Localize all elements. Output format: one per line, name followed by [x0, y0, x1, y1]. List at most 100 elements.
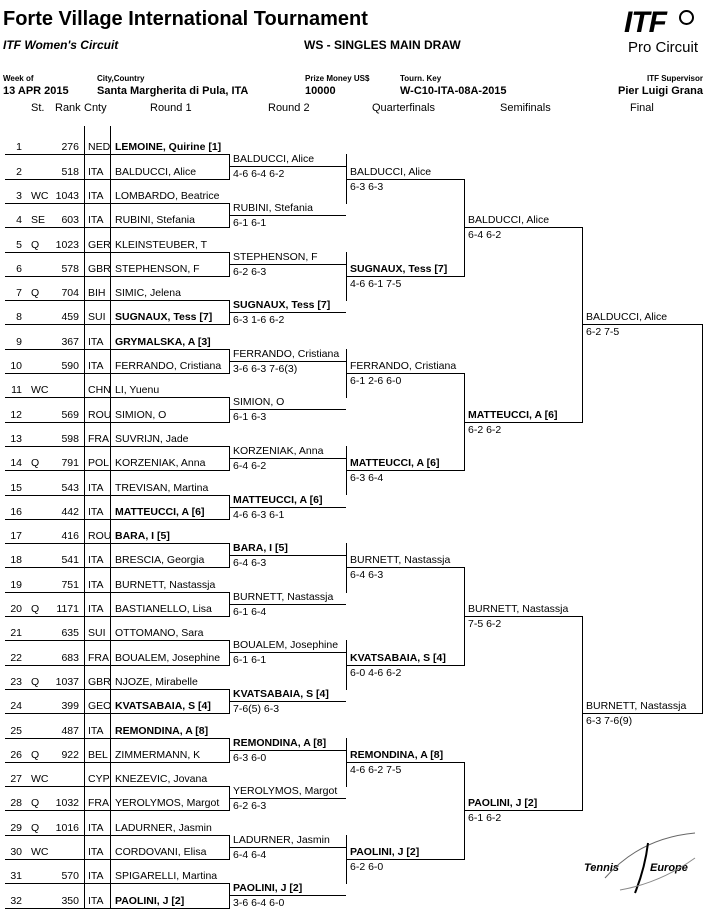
player-rank: 399 — [61, 700, 79, 713]
match-score: 6-4 6-3 — [233, 557, 267, 570]
winner-name: SUGNAUX, Tess [7] — [233, 299, 331, 312]
key-label: Tourn. Key — [400, 74, 442, 83]
city-label: City,Country — [97, 74, 145, 83]
match-score: 6-2 6-2 — [468, 423, 502, 436]
row-line — [5, 834, 229, 836]
player-name: SIMION, O — [115, 408, 167, 421]
row-line — [5, 300, 229, 302]
draw-position: 6 — [16, 262, 22, 275]
draw-position: 23 — [10, 675, 22, 688]
row-line — [5, 591, 229, 593]
bracket-line — [346, 567, 464, 569]
row-line — [5, 445, 229, 447]
col-semifinals: Semifinals — [500, 102, 551, 114]
winner-name: BARA, I [5] — [233, 542, 288, 555]
match-score: 6-3 6-4 — [350, 472, 384, 485]
player-country: ITA — [88, 505, 104, 518]
player-country: ITA — [88, 578, 104, 591]
bracket-line — [229, 263, 346, 265]
draw-position: 1 — [16, 141, 22, 154]
draw-position: 2 — [16, 165, 22, 178]
player-name: SPIGARELLI, Martina — [115, 870, 218, 883]
bracket-line — [582, 324, 702, 326]
week-label: Week of — [3, 74, 34, 83]
match-score: 3-6 6-4 6-0 — [233, 897, 285, 909]
row-line — [5, 713, 229, 715]
prize-label: Prize Money US$ — [305, 74, 370, 83]
player-rank: 276 — [61, 141, 79, 154]
bracket-line — [346, 761, 464, 763]
bracket-line — [346, 275, 464, 277]
winner-name: FERRANDO, Cristiana — [350, 360, 457, 372]
player-name: KORZENIAK, Anna — [115, 457, 206, 470]
supervisor-label: ITF Supervisor — [646, 74, 703, 83]
draw-position: 24 — [10, 700, 22, 713]
entry-status: WC — [31, 846, 49, 858]
col-round2: Round 2 — [268, 102, 310, 114]
col-final: Final — [630, 102, 654, 114]
city-value: Santa Margherita di Pula, ITA — [97, 85, 249, 97]
draw-position: 31 — [10, 870, 22, 883]
bracket-line — [464, 227, 582, 229]
draw-position: 4 — [16, 214, 22, 227]
winner-name: SIMION, O — [233, 396, 285, 409]
winner-name: REMONDINA, A [8] — [350, 748, 444, 761]
winner-name: KORZENIAK, Anna — [233, 445, 324, 458]
player-rank: 704 — [61, 287, 79, 300]
player-country: FRA — [88, 651, 109, 664]
player-name: OTTOMANO, Sara — [115, 627, 204, 640]
tennis-europe-left: Tennis — [584, 862, 620, 874]
winner-name: KVATSABAIA, S [4] — [350, 651, 446, 664]
player-rank: 751 — [61, 578, 79, 591]
bracket-line — [229, 458, 346, 460]
player-country: ITA — [88, 724, 104, 737]
draw-position: 21 — [10, 627, 22, 640]
player-country: ITA — [88, 821, 104, 834]
winner-name: PAOLINI, J [2] — [350, 846, 420, 858]
col-quarterfinals: Quarterfinals — [372, 102, 435, 114]
bracket-line — [582, 713, 702, 715]
bracket-line — [229, 749, 346, 751]
player-name: LADURNER, Jasmin — [115, 821, 212, 834]
draw-position: 30 — [10, 846, 22, 858]
player-rank: 603 — [61, 214, 79, 227]
player-country: ITA — [88, 335, 104, 348]
match-score: 6-2 6-3 — [233, 800, 267, 813]
pro-circuit-text: Pro Circuit — [628, 39, 699, 56]
player-name: MATTEUCCI, A [6] — [115, 505, 205, 518]
player-rank: 590 — [61, 360, 79, 372]
player-name: FERRANDO, Cristiana — [115, 360, 222, 372]
row-line — [5, 664, 229, 666]
entry-status: Q — [31, 748, 40, 761]
draw-position: 7 — [16, 287, 22, 300]
winner-name: BURNETT, Nastassja — [586, 700, 687, 713]
winner-name: SUGNAUX, Tess [7] — [350, 262, 448, 275]
player-country: ITA — [88, 870, 104, 883]
match-score: 6-3 7-6(9) — [586, 715, 633, 728]
bracket-line — [464, 810, 582, 812]
winner-name: YEROLYMOS, Margot — [233, 785, 338, 798]
row-line — [5, 688, 229, 690]
player-country: ITA — [88, 189, 104, 202]
player-name: YEROLYMOS, Margot — [115, 797, 220, 810]
player-name: ZIMMERMANN, K — [115, 748, 201, 761]
bracket-line — [346, 664, 464, 666]
player-country: GEO — [88, 700, 112, 713]
player-name: CORDOVANI, Elisa — [115, 846, 207, 858]
player-rank: 1037 — [55, 675, 79, 688]
entry-status: Q — [31, 797, 40, 810]
winner-name: MATTEUCCI, A [6] — [350, 457, 440, 470]
winner-name: BURNETT, Nastassja — [350, 554, 451, 567]
row-line — [5, 397, 229, 399]
player-name: REMONDINA, A [8] — [115, 724, 209, 737]
draw-position: 14 — [10, 457, 22, 470]
entry-status: Q — [31, 457, 40, 470]
player-country: ROU — [88, 530, 112, 543]
draw-position: 22 — [10, 651, 22, 664]
row-line — [5, 421, 229, 423]
player-name: BURNETT, Nastassja — [115, 578, 216, 591]
winner-name: MATTEUCCI, A [6] — [468, 408, 558, 421]
winner-name: BURNETT, Nastassja — [233, 590, 334, 603]
player-name: RUBINI, Stefania — [115, 214, 195, 227]
player-country: BEL — [88, 748, 108, 761]
